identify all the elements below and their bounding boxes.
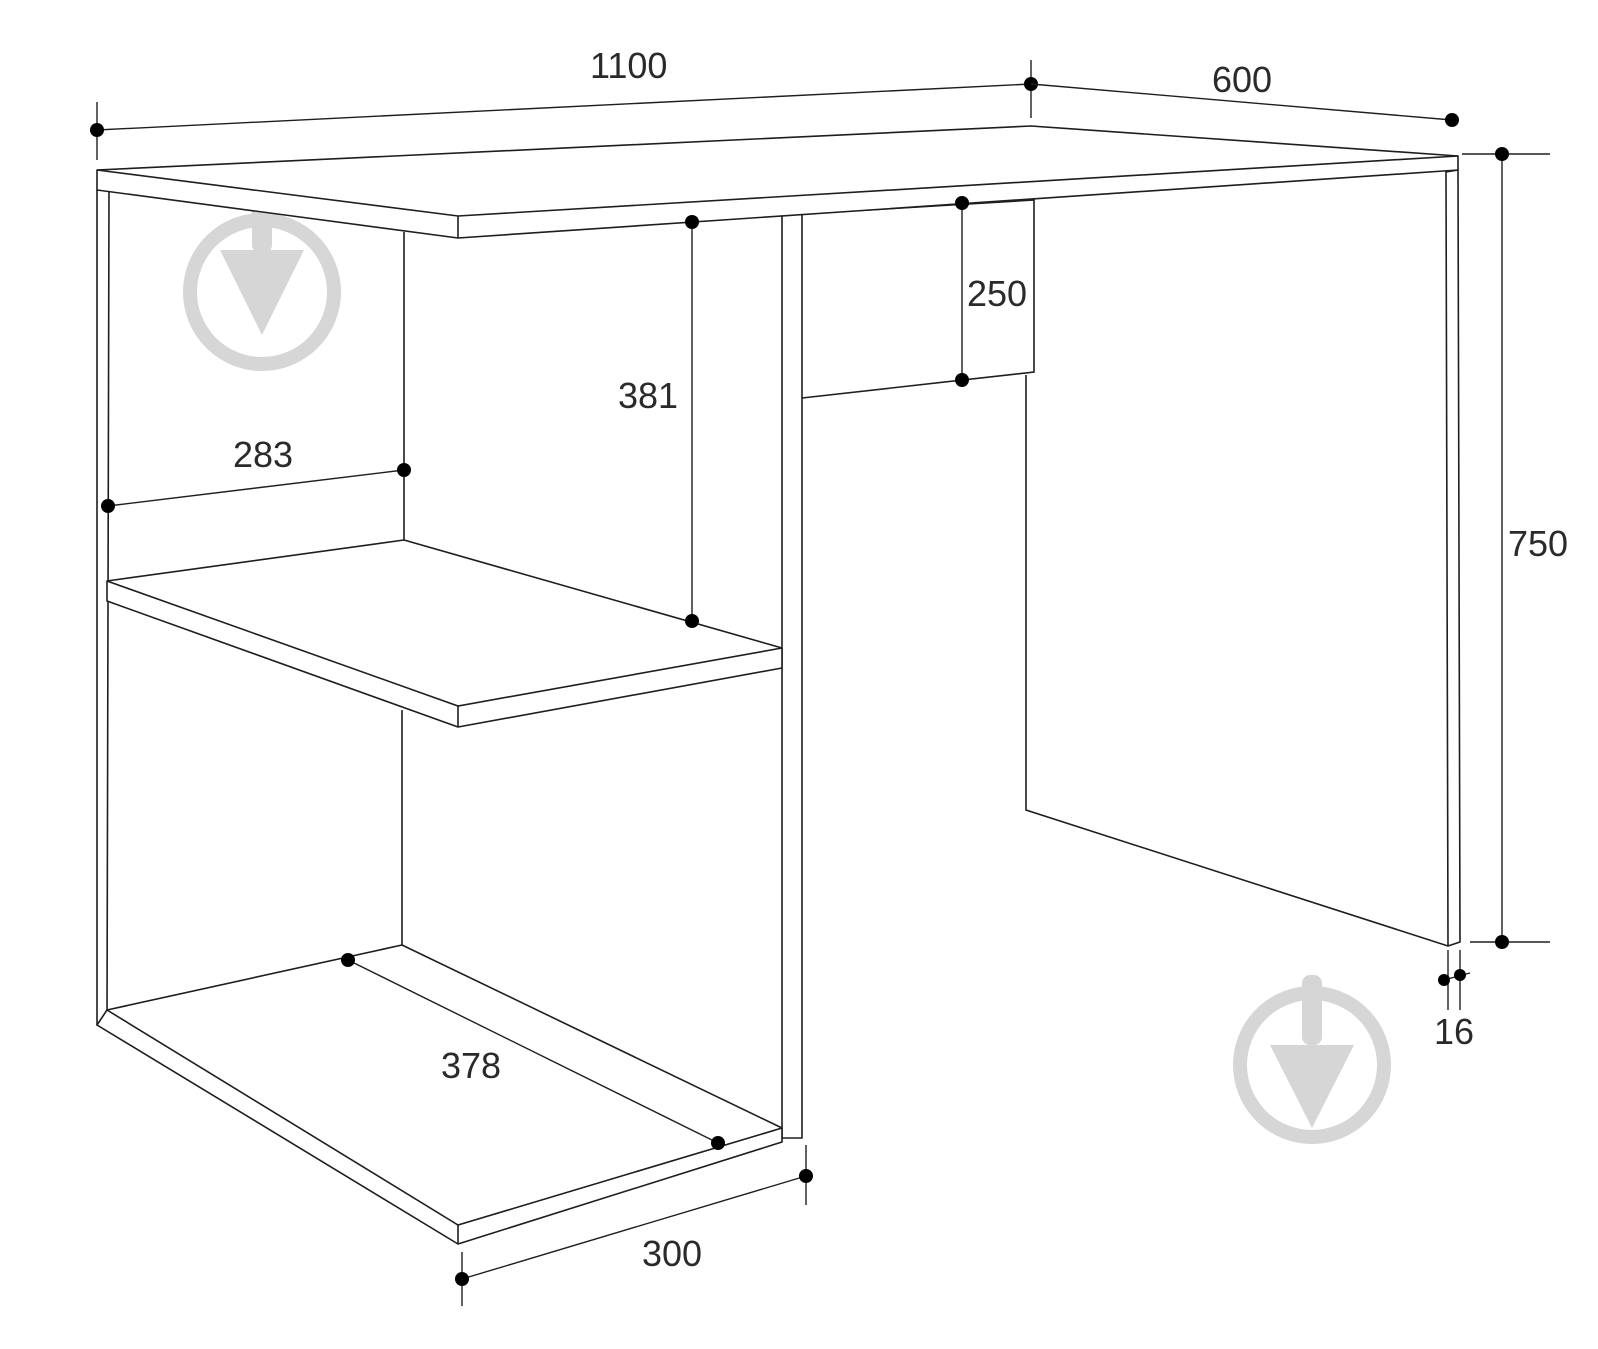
label-lower-shelf-depth: 378 (441, 1045, 501, 1086)
dimension-height: 750 (1462, 147, 1568, 949)
middle-shelf (106, 539, 783, 728)
label-depth: 600 (1212, 59, 1272, 100)
label-height: 750 (1508, 523, 1568, 564)
dimension-overall-width: 1100 (90, 45, 1038, 160)
label-apron-height: 250 (967, 273, 1027, 314)
label-upper-shelf-width: 283 (233, 434, 293, 475)
label-overall-width: 1100 (590, 45, 667, 86)
desktop-top (96, 125, 1459, 239)
dimension-apron-height: 250 (955, 196, 1027, 387)
dimension-depth: 600 (1030, 59, 1459, 127)
label-upper-clearance: 381 (618, 375, 678, 416)
dimension-upper-shelf-width: 283 (101, 434, 411, 513)
label-panel-thickness: 16 (1434, 1011, 1474, 1052)
shelf-unit-left-side (96, 189, 405, 1026)
dimension-lower-shelf-depth: 378 (341, 953, 725, 1150)
right-leg-panel (1025, 169, 1461, 947)
dimension-upper-clearance: 381 (618, 215, 699, 628)
bottom-shelf (96, 944, 783, 1245)
shelf-unit-inner-side (781, 209, 803, 1139)
dimension-shelf-unit-width: 300 (455, 1145, 813, 1306)
dimension-panel-thickness: 16 (1434, 950, 1474, 1052)
watermark-download-icon-bottom (1233, 975, 1391, 1144)
label-shelf-unit-width: 300 (642, 1233, 702, 1274)
